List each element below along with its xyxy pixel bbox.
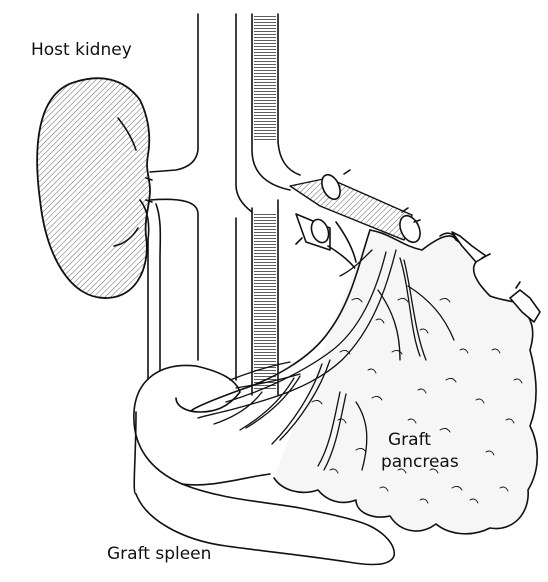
graft-pancreas-label-line2: pancreas — [381, 454, 459, 471]
vena-cava — [150, 14, 252, 380]
graft-pancreas — [192, 230, 540, 534]
host-kidney-label: Host kidney — [31, 42, 132, 59]
graft-spleen-label: Graft spleen — [107, 546, 211, 563]
venous-conduit — [296, 214, 358, 272]
aorta — [252, 14, 300, 395]
host-kidney — [37, 78, 160, 380]
graft-pancreas-label-line1: Graft — [388, 432, 431, 449]
